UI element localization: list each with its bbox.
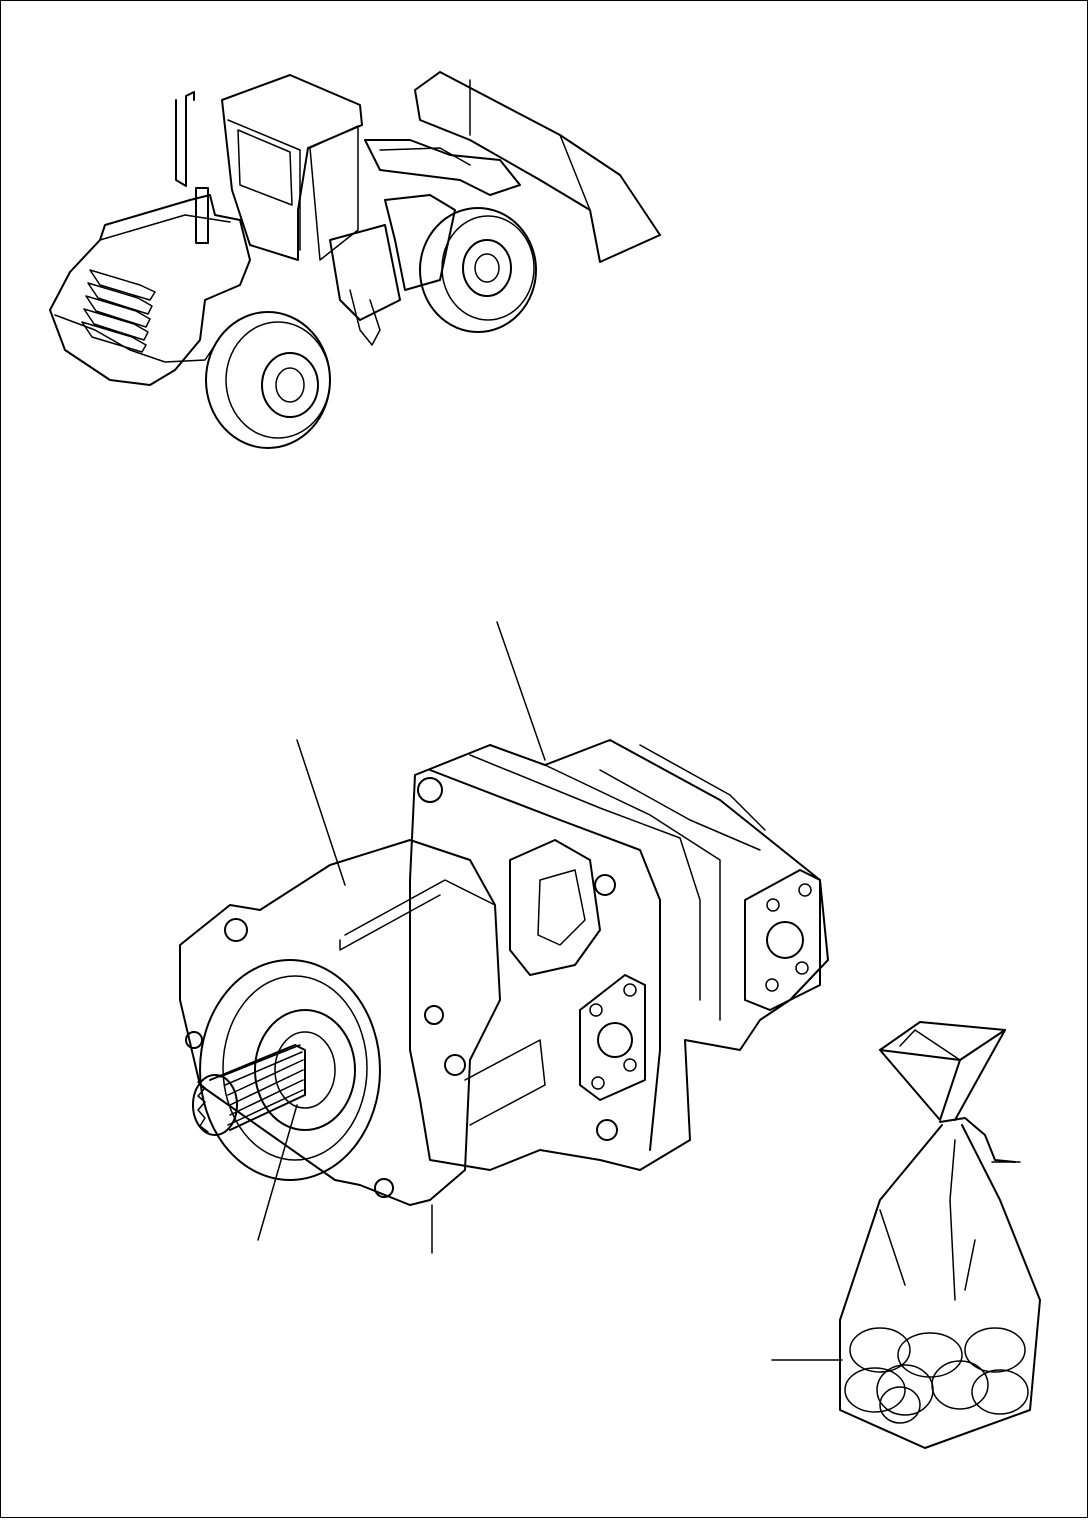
hydraulic-pump-illustration (179, 739, 829, 1206)
parts-bag-illustration (839, 1021, 1041, 1449)
leader-line-3 (257, 1104, 298, 1241)
o-rings (844, 1327, 1029, 1424)
leader-line-2 (296, 739, 346, 886)
wheel-loader-illustration (49, 71, 661, 449)
bucket (414, 71, 661, 263)
splined-shaft (192, 1044, 306, 1136)
front-wheel (205, 311, 331, 449)
radiator-grille (81, 269, 156, 353)
callout-leaders (257, 621, 1021, 1361)
leader-line-1 (496, 621, 546, 761)
rear-wheel (419, 207, 537, 333)
